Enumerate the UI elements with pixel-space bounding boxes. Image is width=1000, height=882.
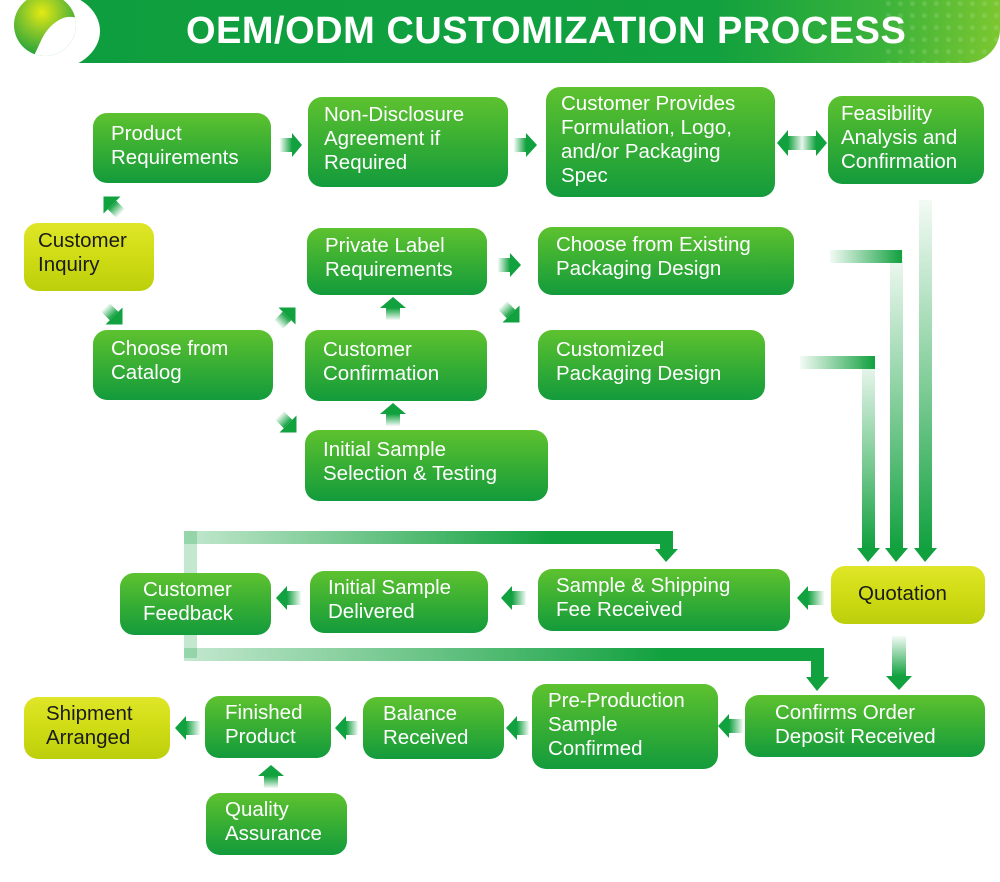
arrow-quotation-to-sample-fee <box>797 586 824 610</box>
arrow-private-label-to-existing <box>498 253 521 277</box>
arrow-product-req-to-nda <box>280 133 302 157</box>
arrow-inquiry-to-product-req <box>103 196 125 218</box>
arrow-sample-fee-to-delivered <box>501 586 526 610</box>
arrow-nda-to-customer-provides <box>514 133 537 157</box>
node-quotation: Quotation <box>831 566 985 624</box>
arrow-inquiry-to-catalog <box>101 303 123 325</box>
arrow-sample-selection-to-confirmation <box>380 403 406 426</box>
arrow-confirmation-to-private-label <box>380 297 406 320</box>
arrow-catalog-to-private-label <box>274 307 296 329</box>
arrow-bidirectional-feasibility <box>777 130 827 156</box>
arrow-balance-to-finished <box>335 716 358 740</box>
arrow-feedback-to-confirms-order <box>184 634 829 691</box>
arrow-customized-to-quotation <box>800 356 880 562</box>
logo-container <box>0 0 100 70</box>
arrow-quotation-to-confirms-order <box>886 636 912 690</box>
title-banner: OEM/ODM CUSTOMIZATION PROCESS <box>60 0 1000 63</box>
leaf-logo-icon <box>14 0 76 56</box>
arrow-delivered-to-feedback <box>276 586 301 610</box>
arrow-existing-to-quotation <box>830 250 908 562</box>
arrow-catalog-to-sample-selection <box>275 411 297 433</box>
arrow-private-label-to-customized <box>498 301 520 323</box>
arrow-confirms-to-preproduction <box>718 714 743 738</box>
arrow-feasibility-to-quotation <box>914 200 937 562</box>
page-title: OEM/ODM CUSTOMIZATION PROCESS <box>186 10 907 52</box>
arrow-feedback-loop-to-sample-fee <box>184 531 678 573</box>
arrow-finished-to-shipment <box>175 716 200 740</box>
arrow-preproduction-to-balance <box>506 716 529 740</box>
arrow-qa-to-finished <box>258 765 284 788</box>
